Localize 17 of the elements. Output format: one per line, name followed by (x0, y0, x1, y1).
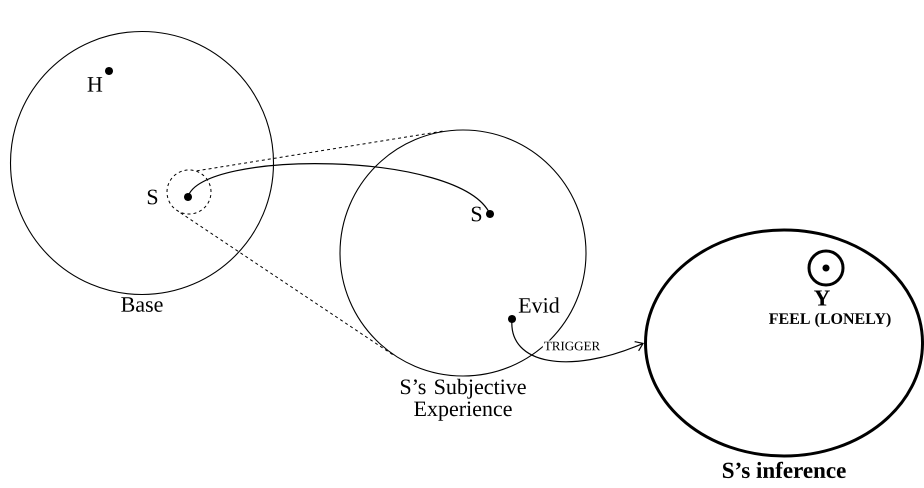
labeled-point: S (472, 206, 494, 222)
node-label: S (148, 190, 158, 204)
node-label: Base (121, 297, 163, 312)
dashed-line (196, 130, 444, 172)
labeled-point: S (148, 190, 192, 204)
node-label: Evid (518, 297, 560, 313)
node-label: H (88, 77, 102, 92)
node-label: S’s inference (722, 462, 846, 478)
node-label: S (472, 206, 482, 222)
edge-label: TRIGGER (542, 340, 602, 352)
labeled-point: H (88, 67, 113, 92)
labeled-point: Evid (508, 297, 560, 323)
node-label: S’s Subjective Experience (400, 378, 526, 421)
dashed-circle (166, 170, 212, 214)
dashed-line (180, 212, 394, 356)
circle-marker (808, 250, 844, 286)
ellipse-region: Y FEEL (LONELY) S’s inference (644, 228, 924, 478)
